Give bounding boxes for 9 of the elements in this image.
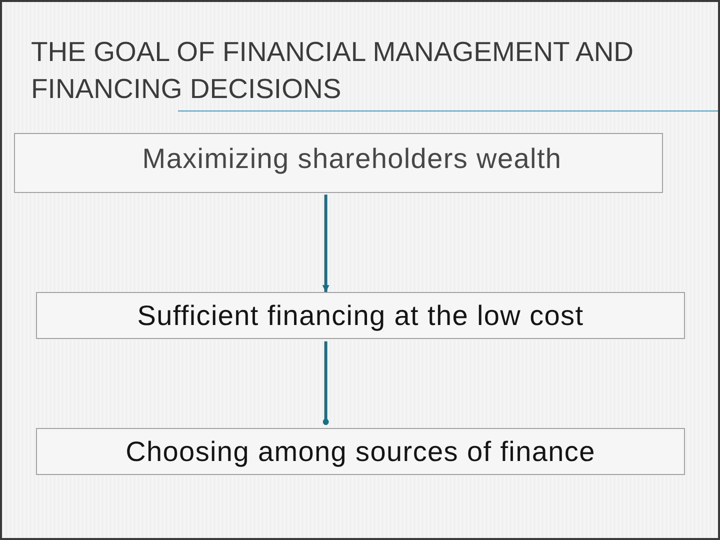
process-box xyxy=(36,428,685,475)
slide-title: THE GOAL OF FINANCIAL MANAGEMENT AND FINANCING DECISIONS xyxy=(31,35,635,106)
connector-line xyxy=(322,341,329,425)
process-box xyxy=(36,292,685,339)
box-label: Choosing among sources of finance xyxy=(126,436,596,468)
box-label: Sufficient financing at the low cost xyxy=(137,300,584,332)
arrow xyxy=(322,194,330,292)
process-box xyxy=(14,133,663,193)
box-label: Maximizing shareholders wealth xyxy=(142,143,562,175)
